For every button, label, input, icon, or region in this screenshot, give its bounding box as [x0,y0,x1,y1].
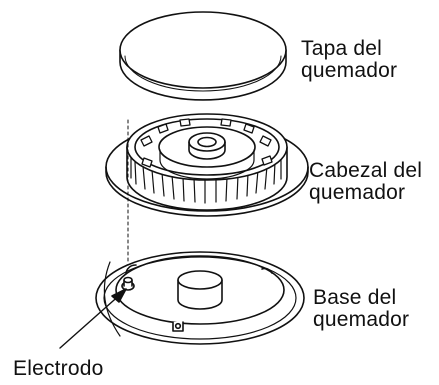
burner-cap-label: Tapa del quemador [301,38,397,82]
burner-head-label: Cabezal del quemador [309,160,422,204]
electrode-pointer-arrow [59,288,127,349]
burner-head-label-line1: Cabezal del [309,159,423,182]
burner-cap [119,11,287,101]
electrode-label: Electrodo [13,358,104,380]
electrode [121,276,135,291]
burner-head [105,113,309,217]
burner-head-label-line2: quemador [309,181,406,204]
burner-base-label: Base del quemador [313,287,409,331]
burner-cap-label-line1: Tapa del [301,37,382,60]
burner-cap-label-line2: quemador [301,59,398,82]
burner-base [95,251,305,345]
electrode-label-text: Electrodo [13,357,104,380]
burner-base-label-line2: quemador [313,308,410,331]
burner-base-label-line1: Base del [313,286,397,309]
